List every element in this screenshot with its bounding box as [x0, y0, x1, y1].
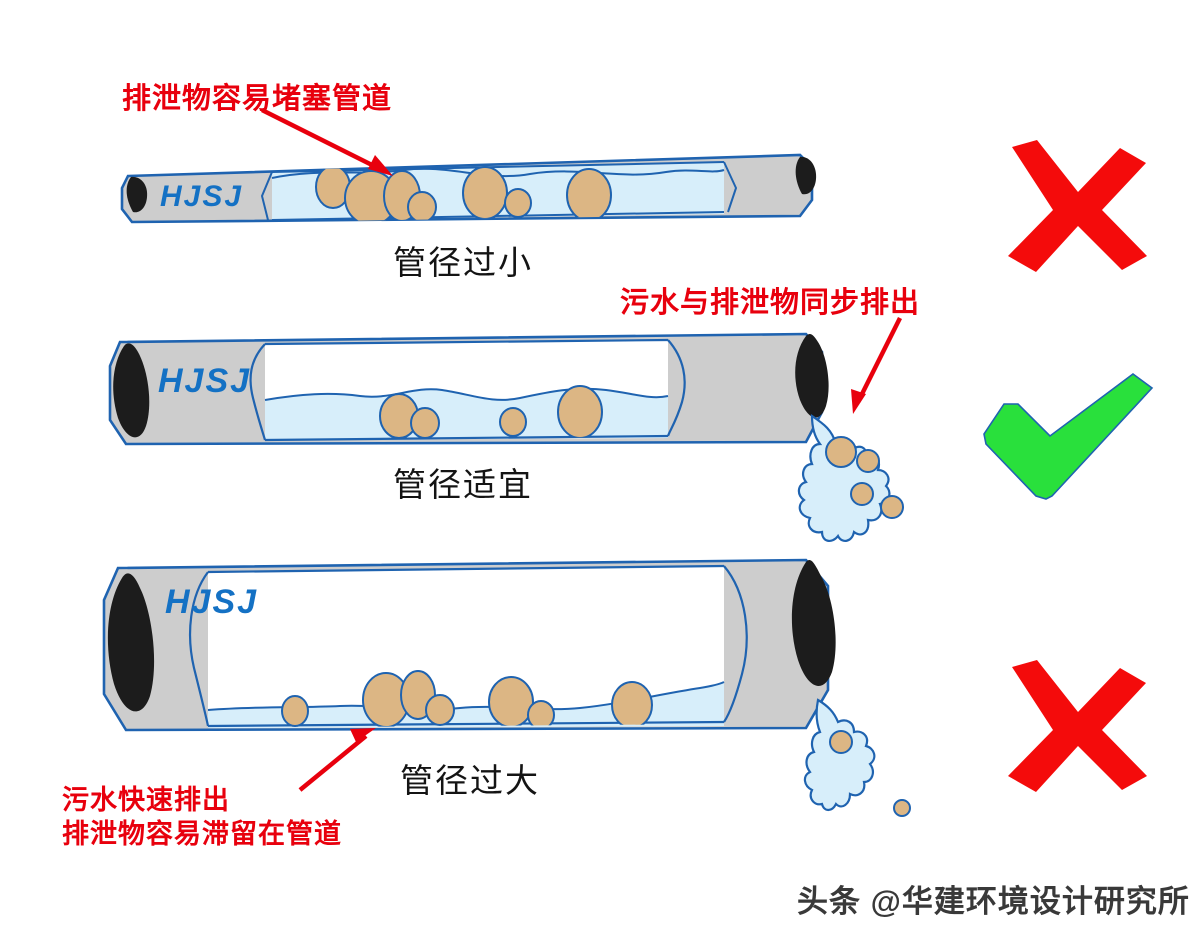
pipe-inner-top-3: [207, 564, 725, 574]
solids-group-3: [281, 670, 653, 728]
pipe-opening-left-3: [107, 573, 155, 712]
water-surface-1: [271, 167, 725, 179]
annotation-retention-line1: 污水快速排出: [62, 785, 230, 815]
pipe-group-too-small: HJSJ: [120, 107, 817, 224]
discharge-solid-2d: [880, 495, 904, 519]
pipe-cut-right-1: [723, 161, 738, 213]
discharge-splash-3: [803, 698, 876, 812]
pipe-opening-left-2: [113, 343, 150, 438]
pipe-inner-3: [208, 566, 724, 728]
discharge-solid-2b: [856, 449, 880, 473]
discharge-solid-3a: [829, 730, 853, 754]
caption-pipe-too-small: 管径过小: [393, 246, 533, 282]
pipe-water-3: [208, 682, 724, 728]
pipe-water-2: [265, 388, 668, 440]
pipe-inner-bottom-2: [264, 434, 669, 442]
pipe-group-too-large: HJSJ: [102, 558, 911, 817]
annotation-clog-warning: 排泄物容易堵塞管道: [122, 83, 393, 115]
pipe-cut-left-2: [249, 343, 267, 441]
pipe-opening-left-1: [126, 176, 148, 213]
pipe-inner-top-1: [271, 161, 725, 173]
pipe-inner-top-2: [264, 338, 669, 346]
caption-pipe-too-large: 管径过大: [400, 764, 540, 800]
discharge-splash-2: [797, 413, 891, 542]
annotation-arrow-3: [298, 728, 376, 792]
solids-group-2: [379, 385, 603, 439]
annotation-arrow-2: [851, 316, 903, 414]
water-surface-2: [264, 387, 669, 401]
discharge-solid-2c: [850, 482, 874, 506]
watermark-credit: 头条 @华建环境设计研究所: [797, 884, 1190, 919]
pipe-cut-left-1: [260, 171, 273, 221]
pipe-opening-right-3: [791, 559, 836, 686]
annotation-arrow-1: [260, 107, 393, 176]
pipe-opening-right-2: [795, 334, 829, 418]
pipe-opening-right-1: [795, 156, 817, 195]
annotation-retention-warning: 污水快速排出 排泄物容易滞留在管道: [62, 783, 342, 851]
verdict-check-middle: [983, 373, 1154, 500]
brand-logo-1: HJSJ: [160, 180, 243, 213]
brand-logo-2: HJSJ: [158, 362, 251, 400]
verdict-cross-top: [1008, 140, 1147, 272]
pipe-cut-left-3: [189, 571, 210, 727]
discharge-solid-3b: [893, 799, 911, 817]
verdict-cross-bottom: [1008, 660, 1147, 792]
annotation-retention-line2: 排泄物容易滞留在管道: [62, 819, 342, 849]
brand-logo-3: HJSJ: [165, 583, 258, 621]
annotation-synchronous-discharge: 污水与排泄物同步排出: [620, 287, 921, 319]
discharge-solid-2a: [825, 436, 857, 468]
pipe-cut-right-2: [666, 339, 686, 437]
pipe-cut-right-3: [723, 565, 748, 723]
caption-pipe-suitable: 管径适宜: [393, 468, 533, 504]
pipe-inner-bottom-1: [271, 211, 725, 221]
solids-group-1: [315, 165, 612, 222]
pipe-group-suitable: HJSJ: [108, 316, 904, 542]
